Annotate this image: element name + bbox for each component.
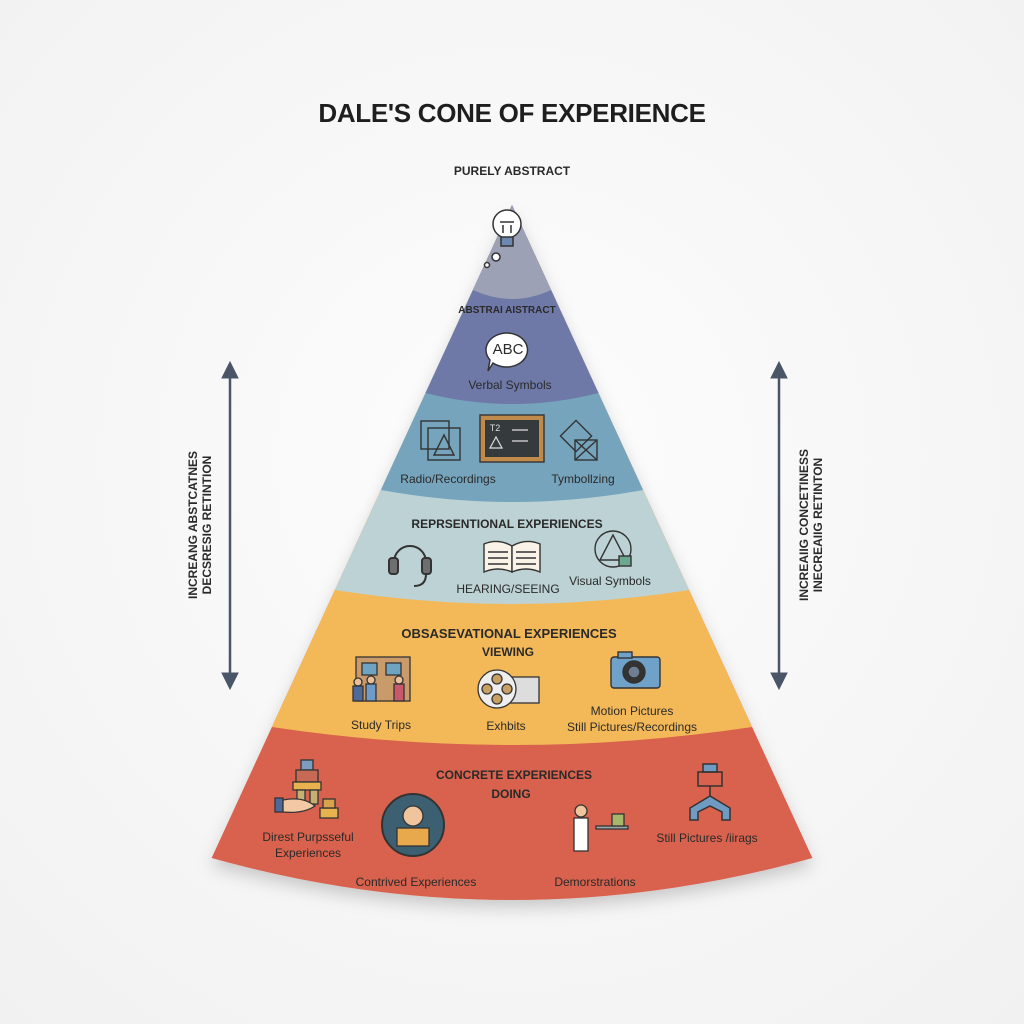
contrived-experience-icon bbox=[381, 793, 445, 857]
demonstrations-label: Demorstrations bbox=[554, 875, 636, 889]
right-axis-line2: INECREAIIG RETINTON bbox=[811, 457, 825, 593]
left-double-arrow bbox=[221, 360, 239, 691]
study-trips-label: Study Trips bbox=[350, 718, 412, 732]
band-abstract bbox=[425, 205, 599, 404]
lightbulb-icon bbox=[483, 209, 522, 269]
abstract-heading: ABSTRAI AISTRACT bbox=[458, 305, 556, 316]
right-double-arrow bbox=[770, 360, 788, 691]
shapes-icon bbox=[559, 419, 598, 461]
representational-heading: REPRSENTIONAL EXPERIENCES bbox=[411, 517, 603, 531]
contrived-experiences-label: Contrived Experiences bbox=[355, 875, 477, 889]
robot-claw-icon bbox=[689, 763, 731, 821]
diagram-title: DALE'S CONE OF EXPERIENCE bbox=[318, 98, 706, 128]
visual-symbol-icon bbox=[594, 530, 632, 568]
right-axis-line1: INCREAIIG CONCETINESS bbox=[797, 448, 811, 602]
left-axis-line2: DECSRESIG RETINTION bbox=[200, 455, 214, 595]
camera-icon bbox=[610, 651, 661, 689]
speech-bubble-icon bbox=[485, 332, 529, 372]
exhibits-label: Exhbits bbox=[486, 719, 526, 733]
apex-label: PURELY ABSTRACT bbox=[453, 164, 571, 178]
visual-symbols-label: Visual Symbols bbox=[569, 574, 651, 588]
headphones-icon bbox=[388, 545, 432, 587]
symbolizing-label: Tymbollzing bbox=[551, 472, 615, 486]
doing-label: DOING bbox=[491, 787, 531, 801]
motion-pictures-label: Motion Pictures bbox=[590, 704, 674, 718]
still-pictures-recordings-label: Still Pictures/Recordings bbox=[566, 720, 698, 734]
hearing-seeing-label: HEARING/SEEING bbox=[456, 582, 560, 596]
verbal-symbols-label: Verbal Symbols bbox=[468, 378, 552, 392]
left-axis-label: INCREANG ABSTCATNES DECSRESIG RETINTION bbox=[186, 451, 214, 599]
abc-icon-text: ABC bbox=[492, 341, 524, 358]
hand-blocks-icon bbox=[274, 759, 339, 819]
chalkboard-icon bbox=[479, 414, 545, 463]
film-reel-icon bbox=[477, 669, 540, 709]
radio-recordings-label: Radio/Recordings bbox=[400, 472, 496, 486]
direct-purposeful-label-2: Experiences bbox=[274, 846, 342, 860]
layered-frames-icon bbox=[420, 420, 461, 461]
viewing-label: VIEWING bbox=[481, 645, 535, 659]
concrete-heading: CONCRETE EXPERIENCES bbox=[435, 768, 593, 782]
open-book-icon bbox=[483, 540, 541, 574]
right-axis-label: INCREAIIG CONCETINESS INECREAIIG RETINTO… bbox=[797, 449, 825, 601]
band-purely-abstract bbox=[472, 205, 552, 299]
chalkboard-text: T2 bbox=[489, 423, 501, 433]
scientist-icon bbox=[573, 804, 629, 852]
observational-heading: OBSASEVATIONAL EXPERIENCES bbox=[401, 626, 617, 641]
study-trip-icon bbox=[352, 656, 411, 702]
direct-purposeful-label-1: Direst Purpsseful bbox=[262, 830, 354, 844]
left-axis-line1: INCREANG ABSTCATNES bbox=[186, 450, 200, 600]
still-pictures-label: Still Pictures /iirags bbox=[656, 831, 758, 845]
